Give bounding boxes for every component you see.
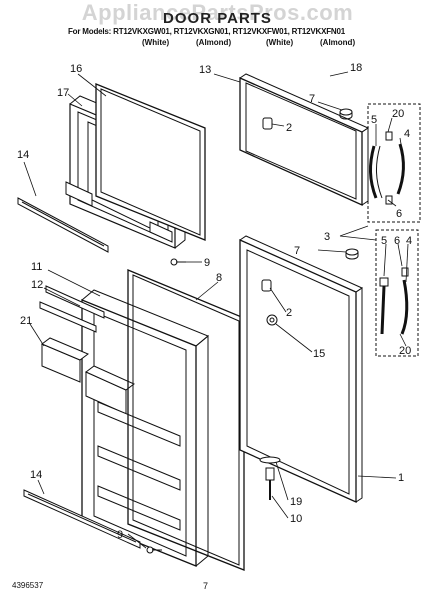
callout-14-lower: 14 (30, 469, 42, 481)
callout-18: 18 (350, 62, 362, 74)
model-list: For Models: RT12VKXGW01, RT12VKXGN01, RT… (68, 27, 346, 36)
callout-7-lower: 7 (294, 245, 300, 257)
callout-2-upper: 2 (286, 122, 292, 134)
color-white-2: (White) (266, 38, 294, 47)
color-almond-1: (Almond) (196, 38, 232, 47)
freezer-door-gasket (95, 83, 206, 241)
callout-4-lower: 4 (406, 235, 412, 247)
callout-8: 8 (216, 272, 222, 284)
callout-21: 21 (20, 315, 32, 327)
callout-9-upper: 9 (204, 257, 210, 269)
callout-16: 16 (70, 63, 82, 75)
freezer-door-panel (239, 73, 370, 207)
callout-6-lower: 6 (394, 235, 400, 247)
color-white-1: (White) (142, 38, 170, 47)
callout-3: 3 (324, 231, 330, 243)
site-watermark: AppliancePartsPros.com (81, 0, 354, 25)
callout-17: 17 (57, 87, 69, 99)
callout-2-lower: 2 (286, 307, 292, 319)
callout-4-upper: 4 (404, 128, 410, 140)
callout-11: 11 (31, 261, 42, 273)
callout-15: 15 (313, 348, 325, 360)
callout-20-lower: 20 (399, 345, 411, 357)
callout-13: 13 (199, 64, 211, 76)
callout-19: 19 (290, 496, 302, 508)
callout-6-upper: 6 (396, 208, 402, 220)
fresh-food-door-liner (41, 289, 209, 567)
callout-7-upper: 7 (309, 93, 315, 105)
lower-handle-kit (379, 267, 409, 335)
callout-5-lower: 5 (381, 235, 387, 247)
upper-handle-kit (369, 131, 405, 205)
callout-20-upper: 20 (392, 108, 404, 120)
fresh-food-door-gasket (127, 269, 245, 571)
document-number: 4396537 (12, 581, 44, 590)
callout-14-upper: 14 (17, 149, 29, 161)
page-number: 7 (203, 581, 209, 591)
callout-9-lower: 9 (117, 529, 123, 541)
callout-5-upper: 5 (371, 114, 377, 126)
callout-12: 12 (31, 279, 43, 291)
callout-10: 10 (290, 513, 302, 525)
page-title: DOOR PARTS (163, 10, 272, 27)
callout-1: 1 (398, 472, 404, 484)
fresh-food-door-panel (239, 235, 364, 504)
color-almond-2: (Almond) (320, 38, 356, 47)
